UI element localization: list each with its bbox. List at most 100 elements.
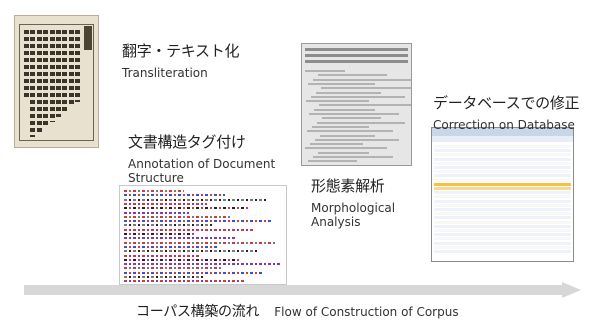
markup-line <box>124 267 222 270</box>
db-table-row <box>434 245 571 249</box>
correction-en-label: Correction on Database <box>433 118 575 132</box>
markup-line <box>124 233 194 235</box>
manuscript-text-column <box>75 30 81 102</box>
analysis-toolbar-line <box>305 48 408 51</box>
db-table-row <box>434 187 571 190</box>
analysis-text-line <box>310 143 363 146</box>
markup-line <box>124 224 212 227</box>
analysis-text-line <box>313 156 393 158</box>
analysis-text-line <box>318 74 387 77</box>
db-table-row <box>434 250 571 253</box>
markup-line <box>124 220 271 223</box>
db-table-row <box>434 153 571 157</box>
analysis-text-line <box>317 121 405 124</box>
database-correction-screenshot <box>431 127 574 262</box>
analysis-text-line <box>318 151 369 154</box>
manuscript-frame <box>19 24 94 141</box>
db-table-row <box>434 229 571 232</box>
markup-line <box>124 215 230 218</box>
analysis-text-line <box>320 134 375 137</box>
db-table-row <box>434 208 571 211</box>
analysis-text-line <box>315 138 399 141</box>
db-table-row <box>434 233 571 237</box>
analysis-text-line <box>321 87 411 90</box>
db-table-row <box>434 191 571 195</box>
transliteration-en-label: Transliteration <box>122 66 208 80</box>
db-table-row <box>434 220 571 224</box>
analysis-text-line <box>314 108 375 111</box>
db-table-row <box>434 195 571 199</box>
manuscript-text-column <box>30 30 36 137</box>
db-table-row <box>434 241 571 245</box>
db-table-row <box>434 157 571 161</box>
step-correction: データベースでの修正 Correction on Database <box>433 92 580 132</box>
db-table-row <box>434 237 571 241</box>
analysis-text-line <box>307 130 393 133</box>
db-table-row <box>434 170 571 174</box>
correction-jp-label: データベースでの修正 <box>433 94 580 112</box>
db-table-row <box>434 203 571 207</box>
analysis-text-line <box>305 147 387 150</box>
markup-line <box>124 250 258 253</box>
db-table-row <box>434 212 571 216</box>
flow-caption: コーパス構築の流れ Flow of Construction of Corpus <box>136 301 459 321</box>
analysis-text-line <box>309 113 399 115</box>
db-table-row <box>434 145 571 148</box>
morphological-jp-label: 形態素解析 <box>311 177 385 195</box>
db-table-row <box>434 199 571 203</box>
markup-line <box>124 207 248 210</box>
manuscript-title-block <box>84 26 92 50</box>
manuscript-text-column <box>24 30 29 100</box>
markup-line <box>124 194 225 197</box>
manuscript-text-column <box>68 30 74 107</box>
analysis-text-line <box>311 95 405 98</box>
transliteration-jp-label: 翻字・テキスト化 <box>122 42 240 60</box>
flow-en-label: Flow of Construction of Corpus <box>274 305 459 319</box>
manuscript-text-column <box>43 30 49 127</box>
markup-line <box>124 198 266 201</box>
flow-arrow <box>24 282 581 298</box>
analysis-text-line <box>305 70 345 72</box>
db-table-row <box>434 166 571 169</box>
analysis-text-line <box>306 100 369 103</box>
markup-line <box>124 276 204 278</box>
db-toolbar <box>432 136 573 142</box>
step-transliteration: 翻字・テキスト化 Transliteration <box>122 40 239 80</box>
document-structure-screenshot <box>119 185 287 285</box>
markup-line <box>124 202 207 205</box>
markup-line <box>124 254 199 257</box>
markup-line <box>124 228 253 231</box>
manuscript-text-column <box>36 30 42 132</box>
markup-line <box>124 263 281 266</box>
step-morphological: 形態素解析 Morphological Analysis <box>311 175 421 229</box>
manuscript-image <box>14 15 99 148</box>
db-table-row <box>434 178 571 182</box>
markup-line <box>124 271 263 274</box>
db-table-row <box>434 149 571 153</box>
analysis-text-line <box>313 78 411 81</box>
markup-line <box>124 245 217 248</box>
flow-jp-label: コーパス構築の流れ <box>136 304 260 320</box>
morphological-en-label: Morphological Analysis <box>311 201 396 229</box>
markup-line <box>124 280 245 283</box>
manuscript-text-column <box>49 30 55 122</box>
markup-line <box>124 211 189 214</box>
manuscript-text-column <box>56 30 61 117</box>
morphological-analysis-screenshot <box>301 43 412 166</box>
analysis-text-line <box>308 82 375 85</box>
analysis-toolbar-line <box>305 54 408 57</box>
manuscript-text-column <box>62 30 68 112</box>
analysis-text-line <box>322 117 381 120</box>
db-window-header <box>432 128 573 136</box>
analysis-text-line <box>319 104 411 107</box>
db-table-row <box>434 216 571 220</box>
db-table-row <box>434 161 571 165</box>
markup-line <box>124 237 235 240</box>
db-table-row <box>434 174 571 178</box>
markup-line <box>124 190 184 192</box>
db-table-row <box>434 182 571 186</box>
markup-line <box>124 258 240 261</box>
analysis-text-line <box>316 91 381 94</box>
analysis-toolbar-line <box>305 60 408 63</box>
db-table-row <box>434 224 571 228</box>
